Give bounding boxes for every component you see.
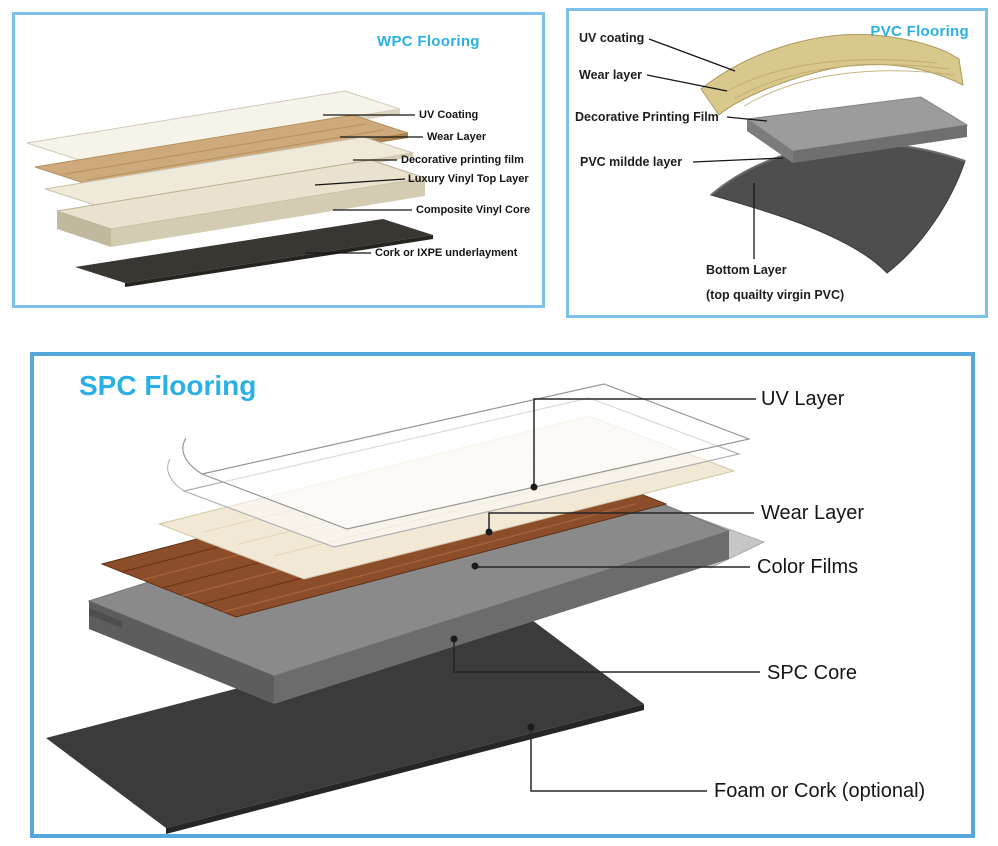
pvc-top-sheet — [700, 33, 964, 116]
wpc-label-underlayment: Cork or IXPE underlayment — [375, 247, 518, 259]
pvc-label-bottom-layer: Bottom Layer — [706, 263, 787, 277]
pvc-title: PVC Flooring — [870, 23, 969, 40]
wpc-underlayment-layer — [75, 219, 433, 287]
wpc-panel: WPC Flooring UV Coating Wear Layer Decor… — [12, 12, 545, 308]
spc-illustration — [46, 383, 766, 834]
spc-foam-layer — [46, 614, 644, 834]
spc-label-uv-layer: UV Layer — [761, 388, 845, 410]
wpc-illustration — [26, 90, 433, 287]
wpc-label-printing-film: Decorative printing film — [401, 154, 524, 166]
pvc-label-printing-film: Decorative Printing Film — [575, 110, 719, 124]
wpc-label-uv-coating: UV Coating — [419, 109, 479, 121]
wpc-title: WPC Flooring — [377, 33, 480, 50]
spc-uv-layer-sheets — [167, 383, 752, 548]
pvc-illustration — [646, 33, 969, 274]
wpc-label-vinyl-top: Luxury Vinyl Top Layer — [408, 173, 529, 185]
spc-label-spc-core: SPC Core — [767, 662, 858, 684]
spc-title: SPC Flooring — [79, 370, 257, 401]
spc-label-wear-layer: Wear Layer — [761, 502, 865, 524]
pvc-bottom-layer — [709, 142, 966, 274]
pvc-middle-layer — [745, 96, 969, 163]
wpc-callout-lines — [305, 114, 423, 254]
spc-callout-lines — [453, 398, 760, 792]
pvc-callout-lines — [646, 38, 784, 259]
spc-label-color-films: Color Films — [757, 556, 859, 578]
spc-panel: SPC Flooring UV Layer Wear Layer Color F… — [30, 352, 975, 838]
pvc-panel: PVC Flooring UV coating Wear layer Decor… — [566, 8, 988, 318]
pvc-label-bottom-layer-sub: (top quailty virgin PVC) — [706, 288, 845, 302]
pvc-label-middle-layer: PVC mildde layer — [580, 155, 683, 169]
wpc-label-vinyl-core: Composite Vinyl Core — [416, 204, 531, 216]
pvc-label-uv-coating: UV coating — [579, 31, 645, 45]
wpc-label-wear-layer: Wear Layer — [427, 131, 487, 143]
spc-callout-dots — [450, 483, 538, 731]
wpc-core-layer — [56, 159, 426, 247]
spc-label-foam-cork: Foam or Cork (optional) — [714, 780, 926, 802]
pvc-label-wear-layer: Wear layer — [579, 68, 643, 82]
